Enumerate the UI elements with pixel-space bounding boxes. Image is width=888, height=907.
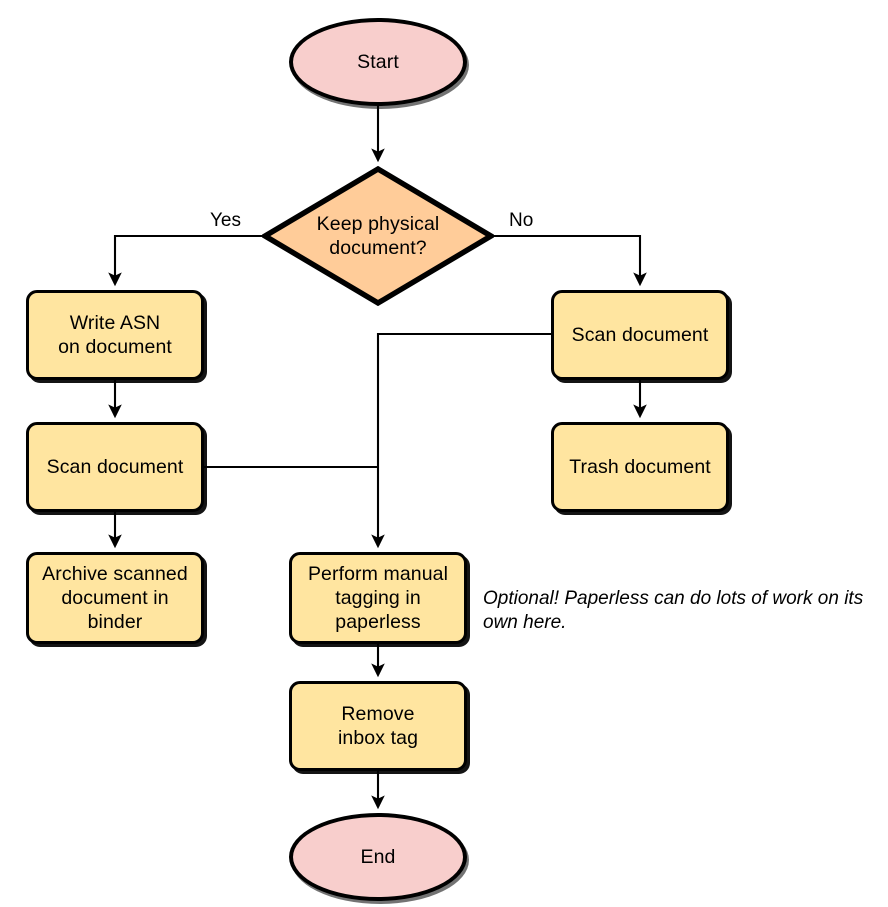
edge-label-yes: Yes xyxy=(210,210,241,231)
node-start[interactable]: Start xyxy=(289,18,467,106)
node-scan-document-left-label: Scan document xyxy=(46,455,184,478)
edge-scan-right-to-tagging xyxy=(371,332,551,549)
node-scan-document-right-label: Scan document xyxy=(571,323,709,346)
diamond-shape xyxy=(262,166,494,306)
node-end[interactable]: End xyxy=(289,813,467,901)
node-scan-document-left[interactable]: Scan document xyxy=(26,422,204,512)
node-end-label: End xyxy=(360,845,396,868)
node-decision-label: Keep physical document? xyxy=(316,212,440,259)
node-remove-inbox-tag-label: Remove inbox tag xyxy=(337,702,419,749)
edge-decision-to-scan-right xyxy=(494,234,647,287)
node-trash-document[interactable]: Trash document xyxy=(551,422,729,512)
node-write-asn-on-document[interactable]: Write ASN on document xyxy=(26,290,204,380)
node-archive-label: Archive scanned document in binder xyxy=(42,562,188,634)
node-write-asn-label: Write ASN on document xyxy=(58,311,172,358)
node-decision-keep-physical-document[interactable]: Keep physical document? xyxy=(262,166,494,306)
node-tagging-label: Perform manual tagging in paperless xyxy=(307,562,449,634)
node-perform-manual-tagging[interactable]: Perform manual tagging in paperless xyxy=(289,552,467,644)
annotation-optional-note: Optional! Paperless can do lots of work … xyxy=(483,588,864,634)
edge-label-no: No xyxy=(509,210,534,231)
node-scan-document-right[interactable]: Scan document xyxy=(551,290,729,380)
node-archive-scanned-document[interactable]: Archive scanned document in binder xyxy=(26,552,204,644)
node-trash-document-label: Trash document xyxy=(569,455,711,478)
node-remove-inbox-tag[interactable]: Remove inbox tag xyxy=(289,681,467,771)
node-start-label: Start xyxy=(357,50,399,73)
edge-decision-to-write-asn xyxy=(108,234,262,287)
